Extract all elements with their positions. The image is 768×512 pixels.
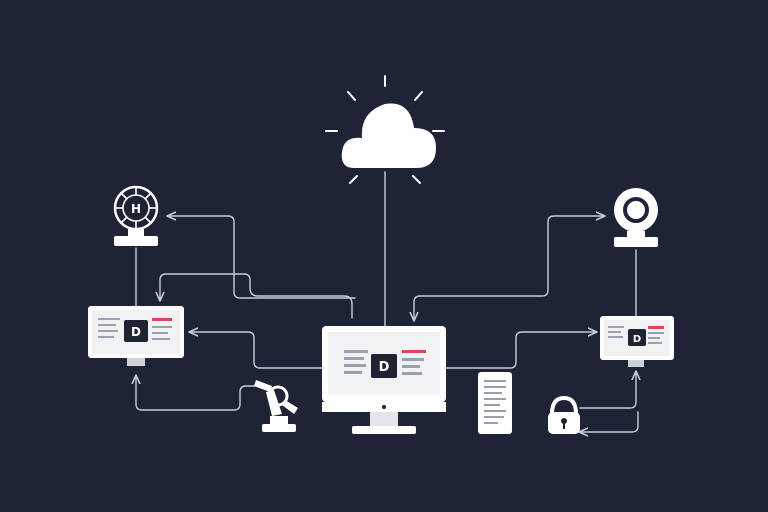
- connector-right-monitor-lock: [579, 372, 636, 409]
- left-monitor-badge: D: [131, 325, 141, 339]
- connector-lock-return: [580, 411, 639, 432]
- connector-center-right-monitor: [445, 332, 596, 369]
- connector-center-left-hub: [168, 216, 356, 299]
- left-monitor-text-lines: [98, 318, 172, 340]
- connector-center-right-camera: [414, 216, 604, 320]
- center-monitor: D: [322, 326, 446, 434]
- connector-left-monitor-robot: [136, 376, 263, 411]
- connectors: [136, 171, 639, 432]
- cloud-rays: [325, 75, 445, 184]
- right-monitor-badge: D: [633, 334, 641, 345]
- padlock-icon: [548, 395, 580, 434]
- center-monitor-text-lines: [344, 350, 424, 375]
- left-monitor-accent: [152, 318, 172, 321]
- center-monitor-accent: [402, 350, 426, 353]
- wheel-hub-icon: H: [113, 185, 159, 246]
- connector-center-left-monitor-top: [160, 273, 353, 319]
- hub-glyph: H: [131, 202, 141, 216]
- connector-center-left-monitor: [190, 332, 323, 369]
- webcam-icon: [614, 188, 658, 247]
- cloud-icon: [325, 75, 445, 184]
- left-monitor: D: [88, 306, 184, 366]
- right-monitor-text-lines: [608, 326, 664, 344]
- right-monitor-accent: [648, 326, 664, 329]
- robot-arm-icon: [254, 380, 298, 432]
- right-monitor: D: [600, 316, 674, 367]
- cloud-shape: [341, 103, 436, 168]
- center-monitor-badge: D: [379, 360, 390, 375]
- document-icon: [478, 372, 512, 434]
